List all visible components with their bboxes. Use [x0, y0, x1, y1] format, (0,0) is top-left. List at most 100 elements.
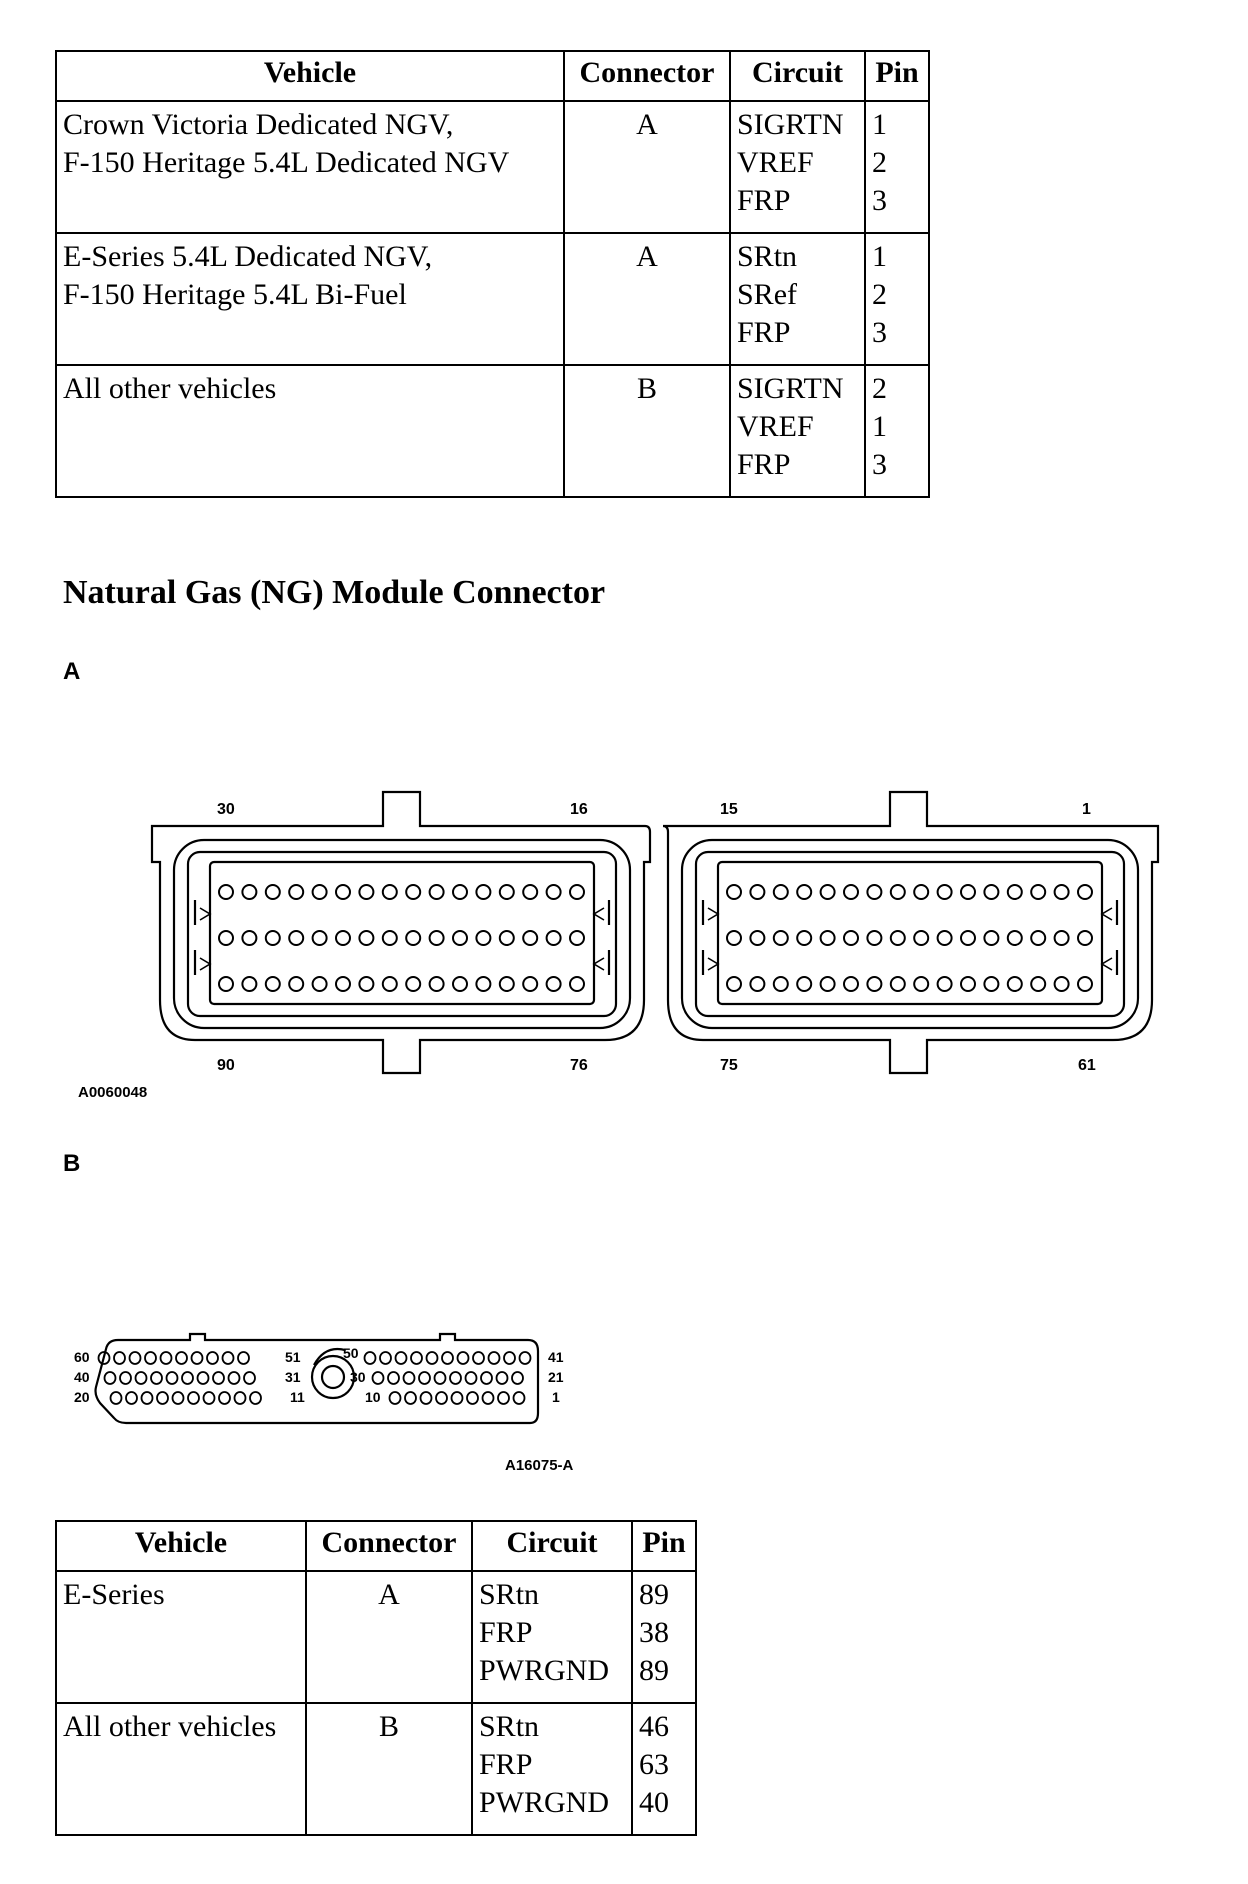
cell-circuit: SIGRTN VREF FRP: [729, 364, 866, 498]
pin-hole: [889, 976, 906, 992]
table-row: E-Series A SRtn FRP PWRGND 89 38 89: [55, 1570, 697, 1704]
pin-hole: [569, 884, 585, 900]
pin-hole: [358, 930, 375, 946]
cell-pin: 1 2 3: [864, 232, 930, 366]
pin-hole: [218, 976, 234, 992]
pin-hole: [466, 1391, 479, 1405]
pin-hole: [233, 1391, 247, 1405]
pin-hole: [960, 884, 976, 900]
pin-hole: [819, 976, 836, 992]
pin-hole: [435, 1391, 448, 1405]
pin-hole: [889, 884, 906, 900]
pin-hole: [288, 976, 305, 992]
cell-connector: A: [305, 1570, 473, 1704]
section-heading: Natural Gas (NG) Module Connector: [63, 574, 606, 611]
pin-hole: [545, 976, 562, 992]
table-row: Crown Victoria Dedicated NGV, F-150 Heri…: [55, 100, 930, 234]
pin-hole: [569, 930, 585, 946]
pin-hole: [772, 976, 789, 992]
pin-hole: [311, 930, 328, 946]
pin-label: 51: [285, 1349, 301, 1365]
pin-hole: [522, 976, 539, 992]
pin-hole: [1030, 930, 1047, 946]
cell-pin: 2 1 3: [864, 364, 930, 498]
pin-label: 75: [720, 1057, 738, 1074]
pin-hole: [264, 930, 281, 946]
figure-reference: A0060048: [78, 1084, 147, 1101]
pin-label: 20: [74, 1389, 90, 1405]
pin-hole: [819, 930, 836, 946]
header-vehicle: Vehicle: [55, 50, 565, 102]
pin-hole: [379, 1351, 392, 1365]
pin-hole: [866, 976, 883, 992]
pin-hole: [150, 1371, 163, 1385]
pin-hole: [381, 884, 398, 900]
pin-hole: [843, 884, 859, 900]
pin-hole: [913, 930, 930, 946]
pin-hole: [498, 976, 515, 992]
pin-hole: [772, 884, 789, 900]
pin-hole: [405, 930, 422, 946]
pin-hole: [475, 976, 492, 992]
pin-hole: [202, 1391, 216, 1405]
pin-hole: [140, 1391, 154, 1405]
pin-hole: [218, 1391, 231, 1405]
pin-label: 11: [290, 1389, 305, 1405]
pin-hole: [497, 1391, 510, 1405]
pin-hole: [218, 884, 234, 900]
pin-hole: [418, 1371, 431, 1385]
pin-hole: [171, 1391, 185, 1405]
pin-hole: [159, 1351, 173, 1365]
pin-hole: [249, 1391, 262, 1405]
pin-hole: [475, 884, 492, 900]
pin-hole: [889, 930, 906, 946]
cell-vehicle: E-Series: [55, 1570, 307, 1704]
pin-hole: [498, 930, 515, 946]
cell-vehicle: E-Series 5.4L Dedicated NGV, F-150 Herit…: [55, 232, 565, 366]
pin-label: 61: [1078, 1057, 1096, 1074]
pin-hole: [103, 1371, 117, 1385]
pin-hole: [187, 1391, 200, 1405]
pin-hole: [487, 1351, 501, 1365]
pin-label: 30: [350, 1369, 366, 1385]
cell-connector: A: [563, 100, 731, 234]
figure-reference: A16075-A: [505, 1457, 574, 1474]
pin-hole: [866, 930, 883, 946]
connector-a-label: A: [63, 658, 81, 685]
pin-hole: [819, 884, 836, 900]
pin-hole: [335, 884, 351, 900]
pin-hole: [726, 930, 742, 946]
pin-hole: [419, 1391, 433, 1405]
cell-pin: 89 38 89: [631, 1570, 697, 1704]
pin-hole: [175, 1351, 188, 1365]
pin-hole: [960, 976, 976, 992]
pin-hole: [983, 930, 1000, 946]
pin-hole: [983, 884, 1000, 900]
pin-hole: [511, 1371, 524, 1385]
pin-hole: [749, 930, 766, 946]
pin-hole: [428, 884, 445, 900]
header-pin: Pin: [864, 50, 930, 102]
pin-hole: [796, 930, 813, 946]
pin-hole: [1006, 976, 1023, 992]
pin-hole: [475, 930, 492, 946]
pin-hole: [545, 930, 562, 946]
pin-hole: [452, 976, 468, 992]
pin-hole: [1053, 976, 1070, 992]
cell-connector: A: [563, 232, 731, 366]
pin-hole: [569, 976, 585, 992]
header-circuit: Circuit: [729, 50, 866, 102]
pin-label: 76: [570, 1057, 588, 1074]
pin-hole: [206, 1351, 219, 1365]
pin-hole: [433, 1371, 447, 1385]
pin-hole: [241, 976, 258, 992]
pin-hole: [545, 884, 562, 900]
pin-hole: [394, 1351, 408, 1365]
pin-hole: [109, 1391, 123, 1405]
pin-hole: [335, 976, 351, 992]
pin-hole: [125, 1391, 138, 1405]
header-vehicle: Vehicle: [55, 1520, 307, 1572]
pin-hole: [796, 976, 813, 992]
pin-hole: [1006, 930, 1023, 946]
pin-hole: [358, 976, 375, 992]
